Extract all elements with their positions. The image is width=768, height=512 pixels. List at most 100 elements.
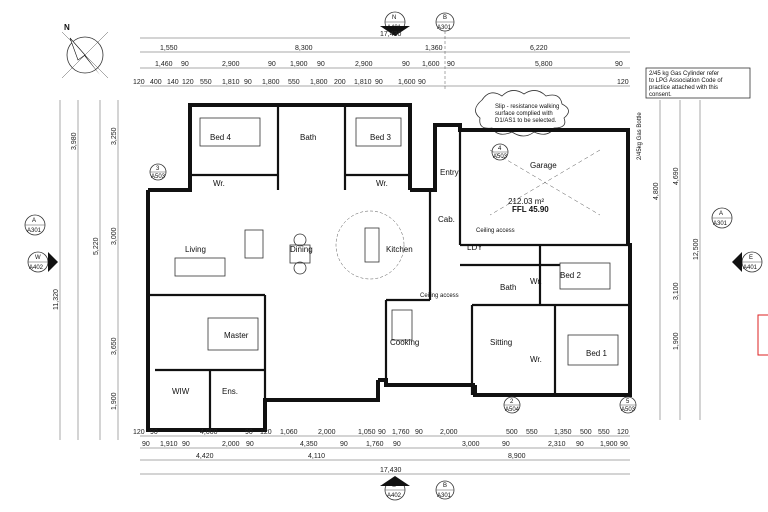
svg-text:140: 140 — [167, 79, 179, 86]
red-markup-box — [757, 314, 768, 356]
svg-text:17,430: 17,430 — [380, 467, 402, 474]
ceiling-access-1: Ceiling access — [476, 228, 515, 234]
svg-text:1,600: 1,600 — [398, 79, 416, 86]
svg-text:A301: A301 — [437, 25, 452, 31]
svg-text:90: 90 — [375, 79, 383, 86]
svg-text:4,800: 4,800 — [653, 182, 660, 200]
svg-text:1,900: 1,900 — [600, 441, 618, 448]
svg-text:practice attached with this: practice attached with this — [649, 85, 718, 91]
svg-text:N: N — [392, 15, 396, 21]
svg-text:3,000: 3,000 — [462, 441, 480, 448]
svg-text:120: 120 — [182, 79, 194, 86]
svg-text:consent.: consent. — [649, 92, 672, 98]
room-bath-mid: Bath — [500, 283, 516, 292]
room-bed2: Bed 2 — [560, 271, 581, 280]
svg-text:90: 90 — [340, 441, 348, 448]
svg-text:S: S — [392, 483, 396, 489]
svg-text:4,110: 4,110 — [308, 453, 325, 460]
marker-3: 3 A503 — [149, 163, 167, 181]
room-bed1: Bed 1 — [586, 349, 607, 358]
svg-text:B: B — [443, 483, 447, 489]
svg-text:90: 90 — [418, 79, 426, 86]
svg-text:1,550: 1,550 — [160, 45, 178, 52]
top-dimensions: 17,430 1,550 8,300 1,360 6,220 1,460 90 … — [133, 31, 630, 87]
svg-text:550: 550 — [288, 79, 300, 86]
svg-text:90: 90 — [393, 441, 401, 448]
svg-text:A503: A503 — [493, 154, 508, 160]
svg-text:1,810: 1,810 — [354, 79, 372, 86]
svg-text:2/45kg Gas Bottle: 2/45kg Gas Bottle — [637, 112, 643, 160]
garage-area: 212.03 m² — [508, 197, 544, 206]
svg-text:B: B — [443, 15, 447, 21]
svg-text:90: 90 — [502, 441, 510, 448]
svg-text:90: 90 — [317, 61, 325, 68]
room-sitting: Sitting — [490, 338, 512, 347]
svg-text:120: 120 — [617, 429, 629, 436]
marker-5: 5 A503 — [619, 396, 637, 414]
gas-note: 2/45 kg Gas Cylinder refer to LPG Associ… — [637, 67, 751, 160]
svg-text:90: 90 — [615, 61, 623, 68]
room-living: Living — [185, 245, 206, 254]
svg-text:90: 90 — [150, 429, 158, 436]
svg-text:1,900: 1,900 — [673, 332, 680, 350]
north-label: N — [64, 23, 70, 32]
room-garage: Garage — [530, 161, 557, 170]
right-dimensions: 12,500 4,690 3,100 1,900 4,800 — [653, 100, 701, 420]
svg-text:3,000: 3,000 — [111, 227, 118, 245]
svg-text:A: A — [719, 211, 723, 217]
svg-text:2,900: 2,900 — [355, 61, 373, 68]
svg-text:90: 90 — [378, 429, 386, 436]
svg-text:A503: A503 — [151, 174, 166, 180]
svg-text:A301: A301 — [437, 493, 452, 499]
section-tag-right-a: A A301 — [711, 207, 733, 229]
svg-text:surface complied with: surface complied with — [495, 111, 553, 117]
svg-text:5,220: 5,220 — [93, 237, 100, 255]
section-tag-top-b: B A301 — [435, 12, 455, 90]
room-dining: Dining — [290, 245, 313, 254]
svg-text:4,420: 4,420 — [196, 453, 214, 460]
svg-text:90: 90 — [415, 429, 423, 436]
marker-4: 4 A503 — [491, 143, 509, 161]
svg-text:4,350: 4,350 — [300, 441, 318, 448]
svg-text:3,650: 3,650 — [111, 337, 118, 355]
section-tag-left-a: A A301 — [24, 214, 46, 236]
svg-text:3,980: 3,980 — [71, 132, 78, 150]
svg-text:1,800: 1,800 — [310, 79, 328, 86]
room-wiw: WIW — [172, 387, 190, 396]
svg-text:8,900: 8,900 — [508, 453, 526, 460]
ffl-label: FFL 45.90 — [512, 205, 549, 214]
svg-text:90: 90 — [182, 441, 190, 448]
svg-text:8,300: 8,300 — [295, 45, 313, 52]
section-tag-bottom-b: B A301 — [435, 480, 455, 500]
svg-text:A401: A401 — [387, 25, 402, 31]
svg-text:2,310: 2,310 — [548, 441, 566, 448]
svg-text:120: 120 — [133, 79, 145, 86]
svg-text:2,000: 2,000 — [222, 441, 240, 448]
room-cooking: Cooking — [390, 338, 419, 347]
room-wr3: Wr. — [530, 277, 542, 286]
svg-text:1,760: 1,760 — [366, 441, 384, 448]
svg-text:A504: A504 — [505, 407, 520, 413]
svg-text:1,050: 1,050 — [358, 429, 376, 436]
svg-text:3,250: 3,250 — [111, 127, 118, 145]
svg-text:2,900: 2,900 — [222, 61, 240, 68]
svg-text:120: 120 — [260, 429, 272, 436]
svg-text:2: 2 — [510, 399, 514, 405]
section-tag-left-w: W A402 — [27, 251, 58, 273]
svg-text:1,600: 1,600 — [422, 61, 440, 68]
svg-text:A503: A503 — [621, 407, 636, 413]
svg-text:12,500: 12,500 — [693, 238, 700, 260]
svg-text:90: 90 — [447, 61, 455, 68]
svg-text:1,350: 1,350 — [554, 429, 572, 436]
room-ldy: LDY — [467, 243, 483, 252]
ceiling-access-2: Ceiling access — [420, 293, 459, 299]
room-entry: Entry — [440, 168, 459, 177]
room-labels: Bed 4 Bath Bed 3 Wr. Wr. Entry Garage 21… — [172, 133, 607, 396]
section-tag-bottom-s: S A402 — [380, 476, 410, 501]
svg-text:550: 550 — [526, 429, 538, 436]
svg-text:2/45 kg Gas Cylinder refer: 2/45 kg Gas Cylinder refer — [649, 71, 719, 77]
svg-text:90: 90 — [576, 441, 584, 448]
svg-text:90: 90 — [244, 79, 252, 86]
room-wr2: Wr. — [376, 179, 388, 188]
